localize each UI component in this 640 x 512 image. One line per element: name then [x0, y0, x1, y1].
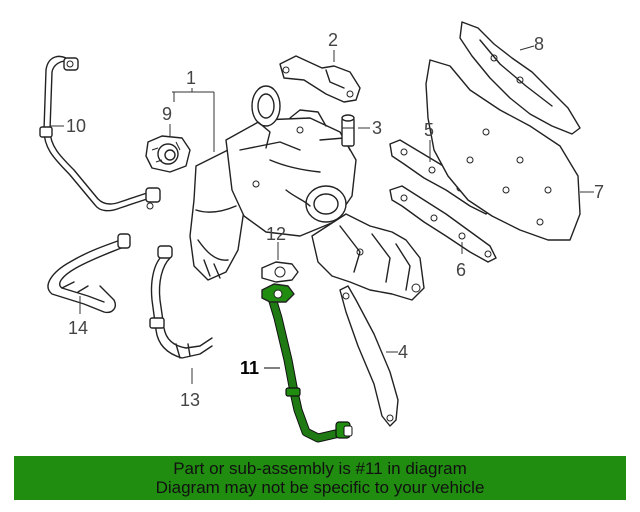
callout-10: 10 [66, 116, 86, 136]
part-4-bracket[interactable] [339, 285, 399, 427]
exhaust-manifold[interactable] [311, 213, 425, 301]
part-14-hose[interactable] [47, 233, 131, 314]
part-6-gasket[interactable] [389, 185, 497, 263]
banner-line-2: Diagram may not be specific to your vehi… [155, 478, 485, 497]
callout-6: 6 [456, 260, 466, 280]
callout-13: 13 [180, 390, 200, 410]
callout-4: 4 [398, 342, 408, 362]
leader-lines [50, 45, 594, 384]
banner-line-1: Part or sub-assembly is #11 in diagram [173, 459, 467, 478]
part-12-gasket[interactable] [261, 261, 299, 283]
callout-3: 3 [372, 118, 382, 138]
part-2-bracket[interactable] [279, 55, 361, 103]
callout-5: 5 [424, 120, 434, 140]
part-11-oil-line[interactable] [261, 283, 353, 443]
part-9-water-pump[interactable] [145, 135, 191, 173]
part-3-sleeve[interactable] [341, 114, 355, 147]
callout-11: 11 [240, 358, 259, 378]
callout-8: 8 [534, 34, 544, 54]
part-7-heat-shield[interactable] [425, 59, 581, 241]
callout-9: 9 [162, 104, 172, 124]
callout-1: 1 [186, 68, 196, 88]
callout-14: 14 [68, 318, 88, 338]
callout-7: 7 [594, 182, 604, 202]
callout-12: 12 [266, 224, 286, 244]
parts-diagram: 1 2 3 4 5 6 7 8 9 10 11 12 13 14 [39, 21, 604, 443]
callout-2: 2 [328, 30, 338, 50]
part-10-oil-line[interactable] [39, 55, 161, 212]
part-1-turbocharger[interactable] [189, 85, 357, 281]
info-banner: Part or sub-assembly is #11 in diagram D… [14, 456, 626, 500]
part-13-hose[interactable] [149, 245, 213, 359]
part-8-upper-heat-shield[interactable] [459, 21, 581, 135]
